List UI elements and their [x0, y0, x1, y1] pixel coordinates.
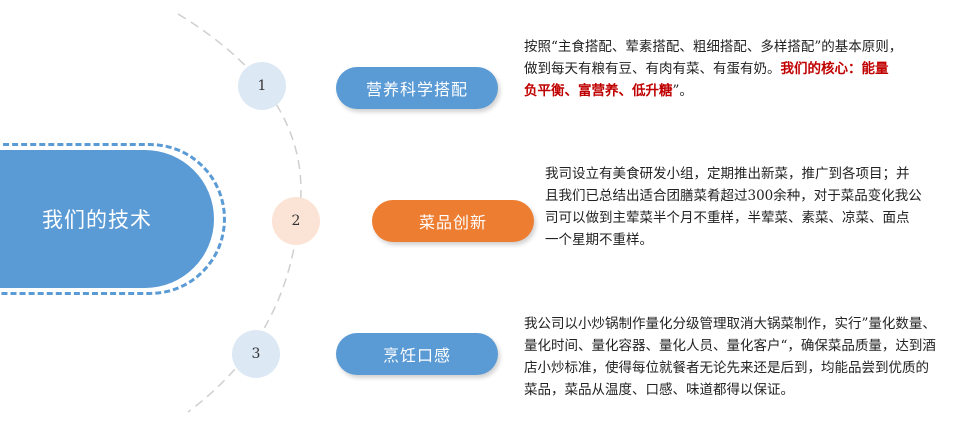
step-2-desc-line: 一个星期不重样。	[545, 232, 653, 248]
step-3-number: 3	[251, 346, 261, 362]
step-1-circle: 1	[238, 62, 286, 110]
step-2-description: 我司设立有美食研发小组，定期推出新菜，推广到各项目；并 且我们已总结出适合团膳菜…	[545, 163, 922, 251]
step-2-label: 菜品创新	[418, 213, 487, 232]
step-2-circle: 2	[272, 197, 320, 245]
step-2-desc-line: 且我们已总结出适合团膳菜肴超过300余种，对于菜品变化我公	[545, 188, 922, 204]
step-1-number: 1	[257, 78, 267, 94]
step-3-desc-line: 量化时间、量化容器、量化人员、量化客户“，确保菜品质量，达到酒	[524, 338, 936, 354]
step-1-desc-line: 负平衡、富营养、低升糖”。	[524, 83, 693, 99]
step-3-desc-line: 店小炒标准，使得每位就餐者无论先来还是后到，均能品尝到优质的	[524, 360, 929, 376]
step-1-label-pill: 营养科学搭配	[336, 67, 498, 109]
center-hub-dashed-border	[0, 143, 226, 295]
step-1-description: 按照“主食搭配、荤素搭配、粗细搭配、多样搭配”的基本原则， 做到每天有粮有豆、有…	[524, 36, 902, 102]
step-3-label-pill: 烹饪口感	[336, 333, 498, 375]
step-1-label: 营养科学搭配	[365, 80, 468, 99]
step-3-desc-line: 菜品，菜品从温度、口感、味道都得以保证。	[524, 382, 794, 398]
step-2-label-pill: 菜品创新	[372, 200, 534, 242]
step-1-desc-line: 做到每天有粮有豆、有肉有菜、有蛋有奶。我们的核心：能量	[524, 61, 889, 77]
step-1-desc-line: 按照“主食搭配、荤素搭配、粗细搭配、多样搭配”的基本原则，	[524, 39, 903, 55]
step-1-core-highlight: 我们的核心：能量	[780, 61, 889, 77]
step-2-desc-line: 司可以做到主荤菜半个月不重样，半荤菜、素菜、凉菜、面点	[545, 210, 910, 226]
step-3-desc-line: 我公司以小炒锅制作量化分级管理取消大锅菜制作，实行”量化数量、	[524, 316, 936, 332]
step-1-core-highlight: 负平衡、富营养、低升糖	[524, 83, 673, 99]
step-3-description: 我公司以小炒锅制作量化分级管理取消大锅菜制作，实行”量化数量、 量化时间、量化容…	[524, 313, 936, 401]
center-hub: 我们的技术	[0, 150, 214, 288]
step-2-number: 2	[291, 213, 301, 229]
step-2-desc-line: 我司设立有美食研发小组，定期推出新菜，推广到各项目；并	[545, 166, 910, 182]
center-title: 我们的技术	[42, 208, 152, 232]
step-3-label: 烹饪口感	[382, 346, 451, 365]
step-3-circle: 3	[232, 330, 280, 378]
